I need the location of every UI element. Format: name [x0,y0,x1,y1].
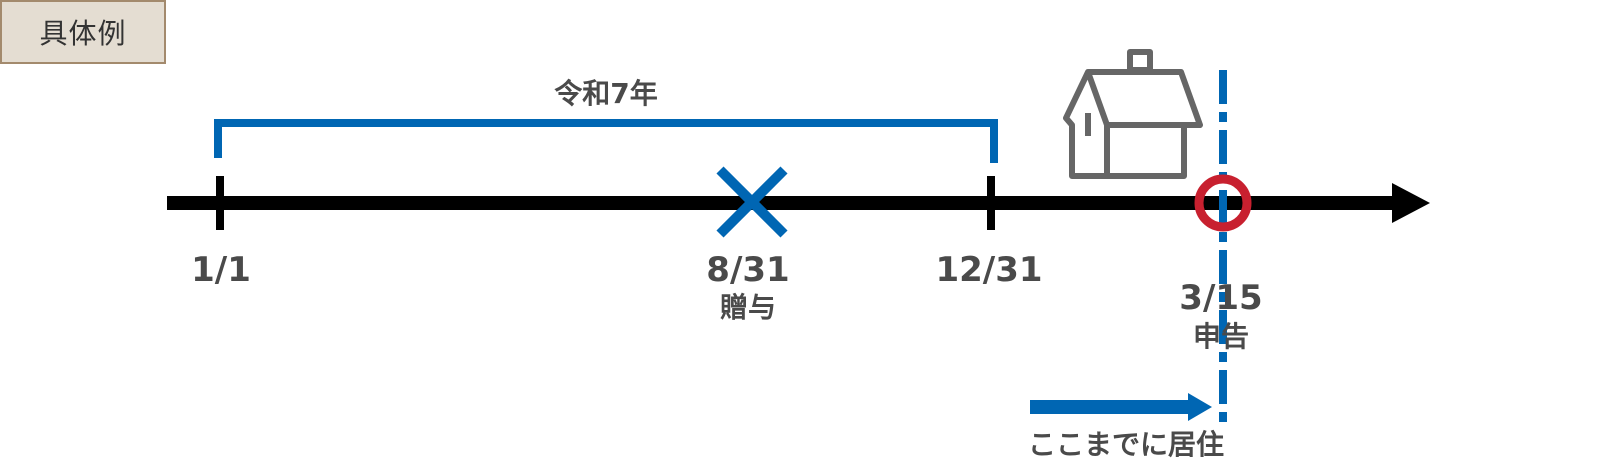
date-label-jan1: 1/1 [191,250,251,290]
date-label-aug31: 8/31 [706,250,790,290]
cross-icon [716,166,788,238]
circle-icon [1194,174,1252,232]
filing-label: 申告 [1192,320,1250,353]
house-icon [1063,49,1203,179]
example-tag: 具体例 [0,0,166,64]
timeline-arrowhead [1392,183,1430,223]
year-bracket [214,119,998,163]
example-tag-label: 具体例 [39,17,127,50]
residence-arrowhead [1188,393,1212,421]
residence-label: ここまでに居住 [1027,428,1225,461]
date-label-mar15: 3/15 [1179,278,1263,318]
gift-label: 贈与 [719,291,777,324]
date-label-dec31: 12/31 [935,250,1043,290]
year-label: 令和7年 [554,77,658,110]
